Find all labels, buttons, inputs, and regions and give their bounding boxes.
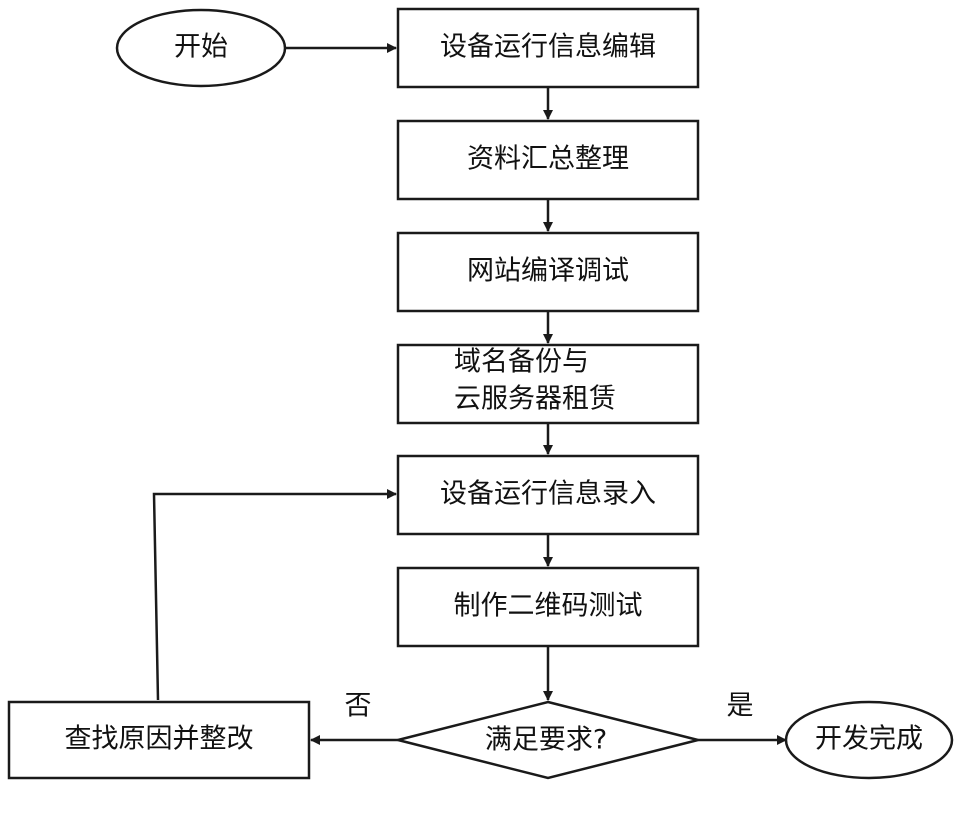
node-collect-data: 资料汇总整理 <box>396 119 700 201</box>
node-edit-info-label: 设备运行信息编辑 <box>440 32 656 63</box>
node-enter-info: 设备运行信息录入 <box>396 454 700 536</box>
edge-fix-to-enter <box>152 489 397 701</box>
edges <box>152 43 787 745</box>
node-qr-test: 制作二维码测试 <box>396 566 700 648</box>
node-start: 开始 <box>115 8 287 88</box>
node-fix-label: 查找原因并整改 <box>65 724 254 755</box>
node-compile-site: 网站编译调试 <box>396 231 700 313</box>
node-edit-info: 设备运行信息编辑 <box>396 7 700 89</box>
node-collect-data-label: 资料汇总整理 <box>467 144 629 175</box>
node-decision: 满足要求? <box>397 700 699 780</box>
node-done-label: 开发完成 <box>815 724 923 755</box>
edge-label-yes: 是 <box>727 691 754 722</box>
edge-label-no: 否 <box>345 691 372 722</box>
node-done: 开发完成 <box>784 700 954 780</box>
node-enter-info-label: 设备运行信息录入 <box>440 479 656 510</box>
node-domain-backup-label-line2: 云服务器租赁 <box>454 384 616 415</box>
node-qr-test-label: 制作二维码测试 <box>454 591 643 622</box>
node-start-label: 开始 <box>174 32 228 63</box>
node-compile-site-label: 网站编译调试 <box>467 256 629 287</box>
node-fix: 查找原因并整改 <box>7 700 311 780</box>
node-decision-label: 满足要求? <box>485 725 607 756</box>
node-domain-backup: 域名备份与 云服务器租赁 <box>396 343 700 425</box>
node-domain-backup-label-line1: 域名备份与 <box>454 347 589 378</box>
